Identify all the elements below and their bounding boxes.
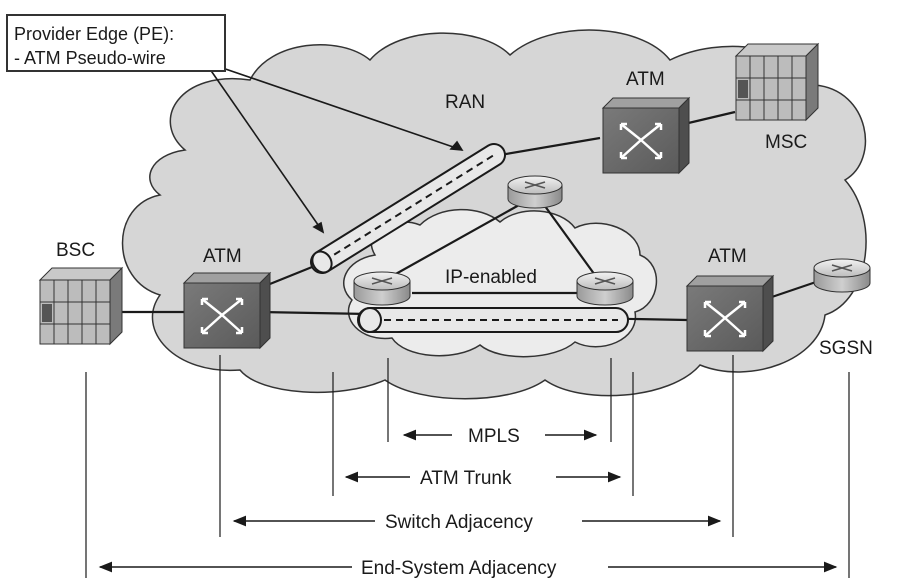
router-sgsn-icon — [813, 258, 871, 293]
router-top-right-link — [541, 201, 601, 283]
callout-subtitle: - ATM Pseudo-wire — [14, 48, 166, 68]
msc-rack-icon — [734, 42, 820, 122]
switch-adjacency-label: Switch Adjacency — [385, 512, 533, 533]
ip-enabled-label: IP-enabled — [445, 267, 537, 288]
reference-lines — [85, 355, 850, 578]
atm-switch-left-icon — [182, 271, 272, 350]
router-left-top-link — [384, 199, 529, 281]
bsc-label: BSC — [56, 240, 95, 261]
pseudo-wire-tube-lower — [357, 307, 629, 333]
atm-left-label: ATM — [203, 246, 242, 267]
mpls-label: MPLS — [468, 426, 520, 447]
pseudo-wire-tube-upper — [310, 143, 506, 274]
router-top-icon — [507, 175, 563, 209]
callout-title: Provider Edge (PE): — [14, 24, 175, 44]
callout-pointers — [204, 61, 464, 234]
msc-label: MSC — [765, 132, 807, 153]
atm-top-label: ATM — [626, 69, 665, 90]
ran-label: RAN — [445, 92, 485, 113]
atm-switch-right-icon — [685, 274, 775, 353]
atm-trunk-label: ATM Trunk — [420, 468, 512, 489]
router-right-icon — [576, 271, 634, 306]
pw-atm-top-link — [499, 136, 601, 157]
links — [118, 110, 817, 322]
span-arrows — [98, 429, 838, 573]
pe-callout-box: Provider Edge (PE): - ATM Pseudo-wire — [6, 14, 226, 72]
atm-switch-top-icon — [601, 96, 691, 175]
atm-right-label: ATM — [708, 246, 747, 267]
sgsn-label: SGSN — [819, 338, 873, 359]
bsc-rack-icon — [38, 266, 124, 346]
end-system-adjacency-label: End-System Adjacency — [361, 558, 557, 579]
router-left-icon — [353, 271, 411, 306]
